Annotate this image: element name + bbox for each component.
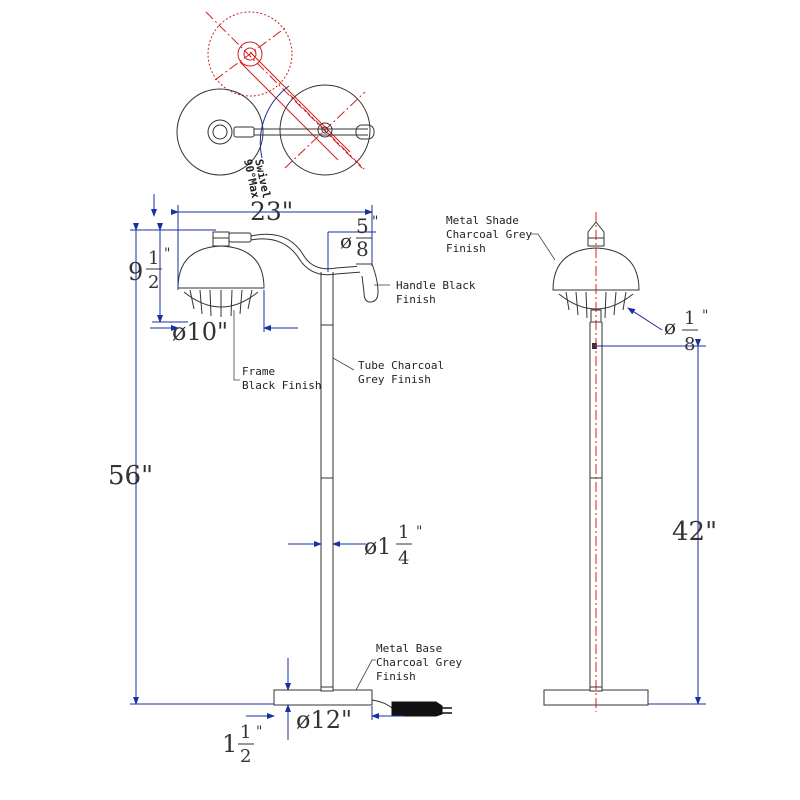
handle-dia-num: 5 — [356, 214, 369, 238]
handle-note-2: Finish — [396, 293, 436, 306]
tube-dia-den: 4 — [398, 548, 409, 569]
arm-upper — [250, 233, 363, 270]
base-h-den: 2 — [240, 746, 251, 767]
base-dia-label: ø12" — [296, 706, 352, 734]
handle-dia-prefix: ø — [340, 229, 352, 253]
base-h-suffix: " — [256, 724, 262, 740]
front-view — [177, 231, 452, 717]
arm-lower — [250, 238, 363, 276]
shade-h-den: 2 — [148, 272, 159, 293]
base-leader — [355, 659, 376, 691]
switch-dia-arrow — [627, 307, 663, 331]
side-switch — [592, 343, 597, 349]
tube-dia-num: 1 — [398, 522, 409, 543]
switch-h-label: 42" — [672, 517, 717, 547]
top-arm-collar — [233, 126, 255, 138]
tube-dia-prefix: ø1 — [364, 535, 391, 560]
switch-dia-prefix: ø — [664, 315, 676, 339]
cage-bar-7 — [247, 289, 253, 310]
swivel-arm-b — [249, 51, 351, 153]
cage-bar-5 — [230, 289, 233, 317]
side-cage-bar-6 — [622, 291, 627, 311]
side-cage-bar-5 — [613, 291, 617, 316]
front-dimensions: 23" ø 5 8 " 9 1 2 " ø10" 56" ø1 1 4 — [108, 194, 422, 767]
top-post-outer — [317, 122, 333, 138]
shade-leader — [530, 233, 556, 261]
shade-dia-label: ø10" — [172, 318, 228, 346]
overall-label: 56" — [108, 461, 153, 491]
handle-dia-suffix: " — [372, 214, 378, 230]
swivel-arc — [259, 85, 290, 159]
cage-bar-1 — [189, 289, 195, 310]
base-note-2: Charcoal Grey — [376, 656, 462, 669]
base-note-3: Finish — [376, 670, 416, 683]
shade-dome — [177, 245, 265, 289]
cage-bar-3 — [209, 289, 212, 317]
base-h-num: 1 — [240, 722, 251, 743]
shade-note-1: Metal Shade — [446, 214, 519, 227]
reach-label: 23" — [250, 197, 293, 226]
base-h-whole: 1 — [222, 730, 237, 758]
top-centerline-diag — [289, 94, 366, 171]
handle-dia-den: 8 — [356, 237, 369, 261]
top-socket-inner — [212, 124, 228, 140]
tube-dia-suffix: " — [416, 524, 422, 540]
base-note-1: Metal Base — [376, 642, 442, 655]
power-cord — [371, 699, 393, 709]
cage-bar-6 — [239, 289, 243, 315]
swivel-socket-outline — [237, 41, 263, 67]
tube-note-1: Tube Charcoal — [358, 359, 444, 372]
top-post-inner — [321, 126, 329, 134]
top-centerline-diag2 — [284, 91, 366, 169]
shade-note-3: Finish — [446, 242, 486, 255]
base-plate — [273, 689, 373, 706]
frame-note-2: Black Finish — [242, 379, 321, 392]
shade-finial — [212, 231, 230, 247]
tube-note-2: Grey Finish — [358, 373, 431, 386]
top-socket-outer — [207, 119, 233, 145]
power-plug — [391, 701, 443, 717]
handle — [356, 263, 379, 303]
switch-dia-num: 1 — [684, 308, 695, 329]
top-view: Swivel 90°Max — [176, 11, 375, 200]
arm-collar — [228, 232, 252, 243]
side-cage-bar-4 — [604, 291, 607, 319]
shade-note-2: Charcoal Grey — [446, 228, 532, 241]
shade-h-suffix: " — [164, 246, 170, 262]
side-cage-bar-3 — [585, 291, 588, 319]
top-shade-circle — [176, 88, 264, 176]
side-cage-bar-2 — [575, 291, 579, 316]
front-callouts: Handle Black Finish Frame Black Finish T… — [233, 279, 476, 691]
shade-h-num: 1 — [148, 248, 159, 269]
top-handle — [355, 124, 375, 140]
side-view: Metal Shade Charcoal Grey Finish ø 1 8 "… — [446, 212, 717, 712]
frame-leader — [233, 310, 240, 381]
side-cage-bar-1 — [565, 291, 570, 311]
tube-leader — [332, 357, 355, 371]
swivel-shade-outline — [207, 11, 293, 97]
top-base-circle — [279, 84, 371, 176]
base-post-collar — [320, 686, 334, 692]
swivel-socket-inner — [243, 47, 257, 61]
frame-note-1: Frame — [242, 365, 275, 378]
handle-note-1: Handle Black — [396, 279, 476, 292]
switch-dia-suffix: " — [702, 308, 708, 324]
swivel-centerline-b — [214, 27, 286, 81]
swivel-arm-a — [239, 61, 339, 161]
cage-bar-2 — [199, 289, 203, 315]
switch-dia-den: 8 — [684, 334, 695, 355]
